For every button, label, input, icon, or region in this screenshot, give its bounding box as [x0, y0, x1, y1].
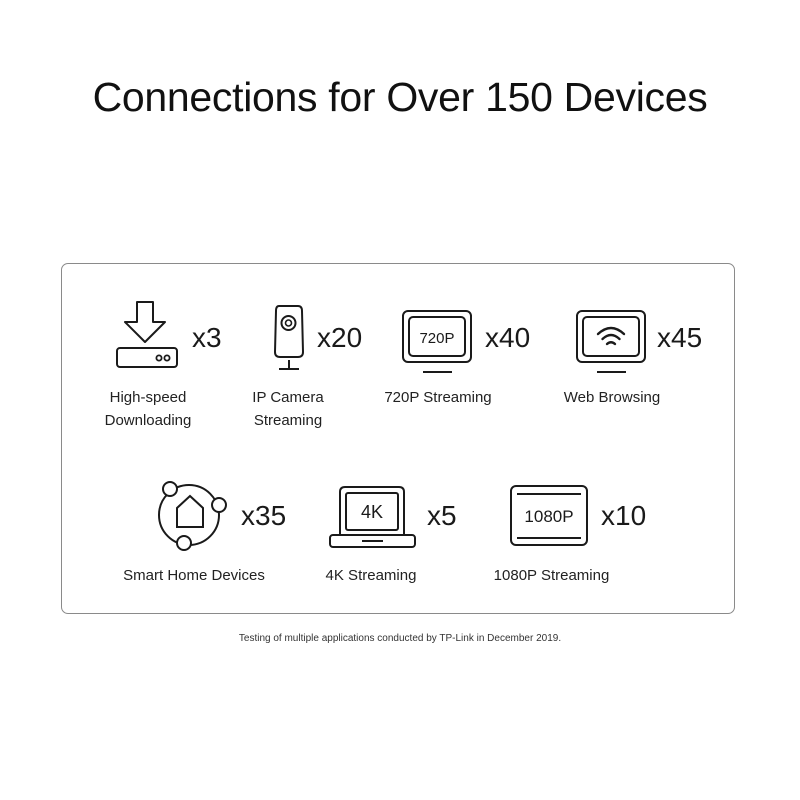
- device-label: IP Camera Streaming: [236, 386, 340, 432]
- device-label: 4K Streaming: [325, 567, 417, 584]
- device-label-line: High-speed: [109, 389, 187, 406]
- device-count: x40: [485, 322, 531, 353]
- footnote: Testing of multiple applications conduct…: [238, 633, 562, 644]
- device-count: x3: [192, 322, 222, 353]
- device-count: x10: [601, 500, 647, 531]
- device-label-line: Downloading: [104, 412, 192, 429]
- monitor-wifi-icon: [576, 310, 646, 373]
- screen-text: 720P: [419, 330, 454, 347]
- ip-camera-icon: [273, 305, 305, 370]
- device-label: Web Browsing: [563, 389, 661, 406]
- smart-home-icon: [158, 481, 227, 551]
- device-label: Smart Home Devices: [123, 567, 265, 584]
- page-title: Connections for Over 150 Devices: [92, 74, 708, 120]
- device-connections-panel: [61, 263, 735, 614]
- screen-text: 4K: [361, 502, 383, 522]
- monitor-720p-icon: 720P: [402, 310, 472, 373]
- device-count: x20: [317, 322, 363, 353]
- download-icon: [116, 301, 178, 368]
- device-count: x5: [427, 500, 457, 531]
- device-label: 720P Streaming: [384, 389, 492, 406]
- device-count: x35: [241, 500, 287, 531]
- device-count: x45: [657, 322, 703, 353]
- laptop-4k-icon: 4K: [329, 486, 416, 548]
- device-label: High-speed Downloading: [88, 386, 208, 432]
- screen-text: 1080P: [524, 507, 573, 526]
- tv-1080p-icon: 1080P: [510, 485, 588, 546]
- device-label-line: Streaming: [253, 412, 323, 429]
- device-label: 1080P Streaming: [493, 567, 610, 584]
- device-label-line: IP Camera: [252, 389, 324, 406]
